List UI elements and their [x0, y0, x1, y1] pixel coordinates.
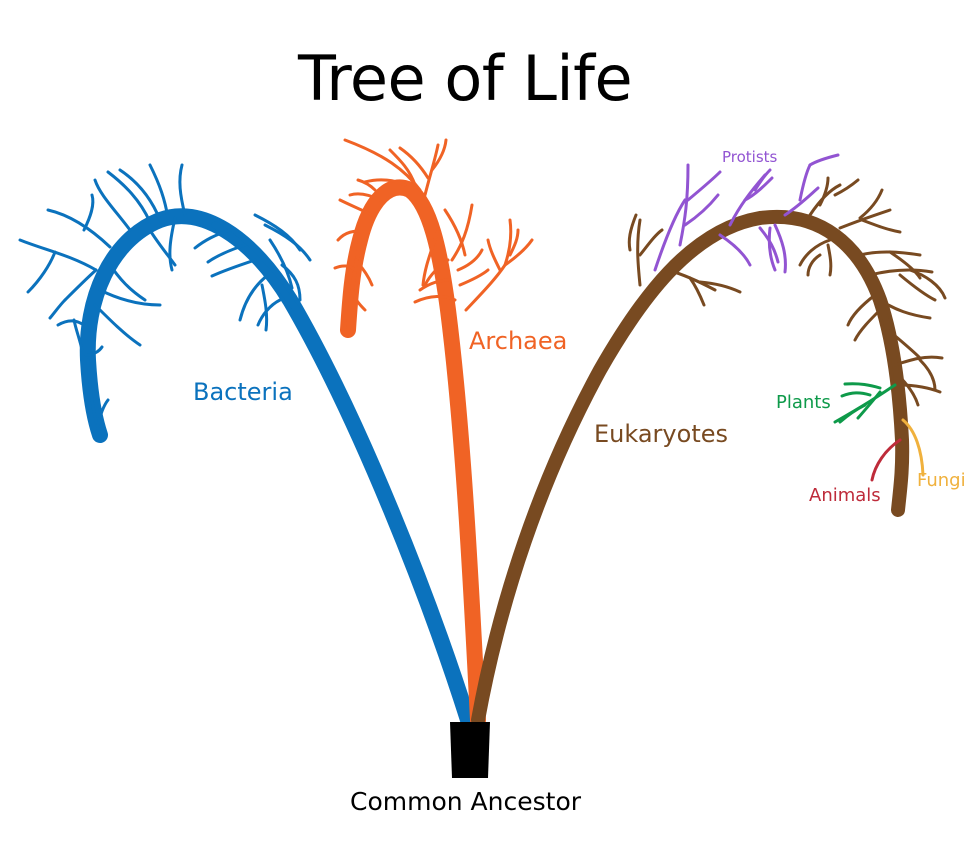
fungi-branch [901, 418, 925, 477]
bacteria-branch [18, 163, 476, 728]
protists-branch [653, 153, 840, 274]
animals-branch [870, 438, 902, 482]
label-eukaryotes: Eukaryotes [594, 420, 728, 448]
bacteria-trunk [79, 208, 476, 728]
label-plants: Plants [776, 392, 831, 413]
common-ancestor-root [450, 722, 490, 778]
label-common-ancestor: Common Ancestor [350, 787, 582, 816]
label-archaea: Archaea [469, 327, 568, 355]
eukaryotes-branch [471, 176, 947, 727]
eukaryotes-trunk [471, 209, 910, 727]
label-fungi: Fungi [917, 470, 966, 491]
plants-branch [833, 382, 897, 424]
diagram-title: Tree of Life [298, 42, 633, 115]
label-bacteria: Bacteria [193, 378, 293, 406]
archaea-branch [333, 138, 534, 728]
label-protists: Protists [722, 148, 778, 166]
label-animals: Animals [809, 485, 881, 506]
